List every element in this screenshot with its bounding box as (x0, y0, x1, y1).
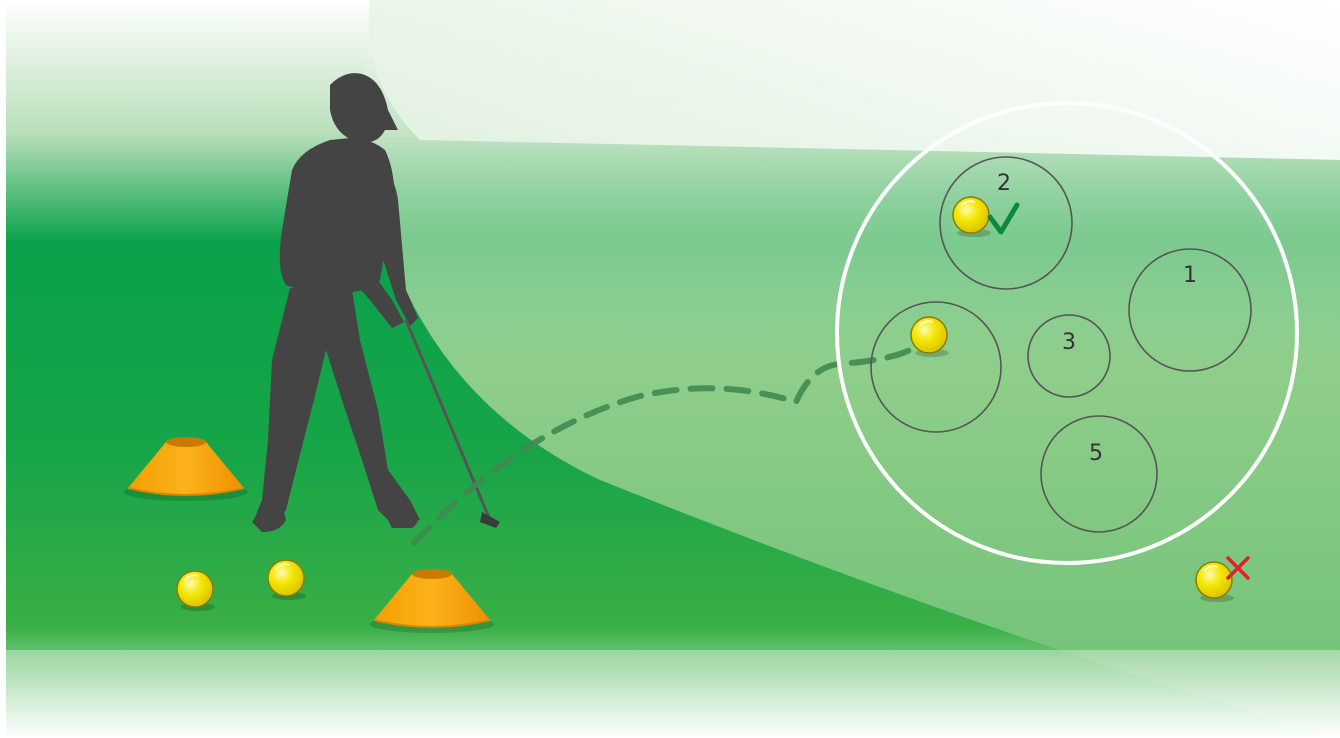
bottom-fade (6, 650, 1340, 738)
target-label-3: 3 (1062, 330, 1076, 355)
target-label-2: 2 (997, 171, 1011, 196)
target-label-5: 5 (1089, 441, 1103, 466)
target-label-1: 1 (1183, 263, 1197, 288)
light-wedge-top (369, 0, 1340, 160)
